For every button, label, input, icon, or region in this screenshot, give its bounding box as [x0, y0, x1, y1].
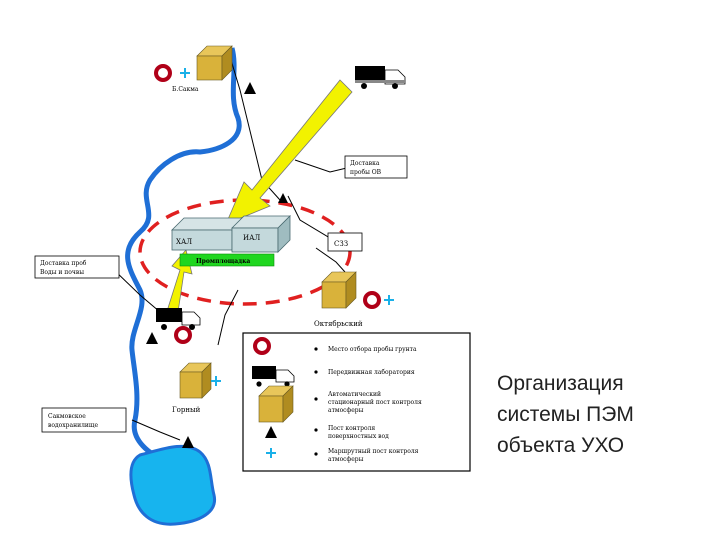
callout-reservoir: Сакмовское водохранилище — [41, 407, 127, 433]
legend-text: Пост контроля — [328, 425, 375, 432]
industrial-site-band — [179, 253, 275, 267]
legend-text: поверхностных вод — [328, 433, 389, 440]
soil-sampling-point-icon — [174, 326, 192, 344]
svg-text:Воды и почвы: Воды и почвы — [40, 269, 84, 276]
site-label-east: Октябрьский — [314, 320, 363, 328]
legend: Место отбора пробы грунта Передвижная ла… — [242, 332, 471, 472]
svg-text:пробы ОВ: пробы ОВ — [350, 169, 382, 176]
svg-text:Доставка проб: Доставка проб — [40, 260, 87, 267]
legend-text: атмосферы — [328, 456, 364, 463]
soil-sampling-point-icon — [363, 291, 381, 309]
mobile-laboratory-icon — [252, 366, 295, 387]
ial-building — [231, 215, 291, 253]
site-label-north: Б.Сакма — [172, 86, 199, 93]
site-label-south: Горный — [172, 406, 201, 414]
legend-text: Автоматический — [328, 391, 381, 398]
mobile-laboratory-icon — [355, 66, 406, 89]
surface-water-post-icon — [146, 332, 158, 344]
surface-water-post-icon — [182, 436, 194, 448]
szz-label: СЗЗ — [334, 240, 348, 248]
callout-delivery-ov: Доставка пробы ОВ — [344, 155, 408, 179]
legend-text: стационарный пост контроля — [328, 399, 422, 406]
stationary-air-post-icon — [258, 385, 294, 423]
svg-text:водохранилище: водохранилище — [48, 422, 98, 429]
caption-line: объекта УХО — [497, 434, 625, 457]
arrow-delivery-ov — [225, 79, 353, 225]
route-air-post-icon — [266, 448, 276, 458]
surface-water-post-icon — [244, 82, 256, 94]
stationary-air-post-icon — [179, 362, 212, 399]
svg-text:Доставка: Доставка — [350, 160, 380, 167]
route-air-post-icon — [384, 295, 394, 305]
svg-text:Сакмовское: Сакмовское — [48, 413, 86, 420]
legend-text: атмосферы — [328, 407, 364, 414]
stationary-air-post-icon — [196, 45, 233, 81]
river — [125, 47, 242, 465]
legend-text: Место отбора пробы грунта — [328, 346, 417, 353]
route-air-post-icon — [211, 376, 221, 386]
mobile-laboratory-icon — [156, 308, 201, 330]
callout-delivery-water-soil: Доставка проб Воды и почвы — [34, 255, 120, 279]
legend-text: Маршрутный пост контроля — [328, 448, 419, 455]
soil-sampling-point-icon — [154, 64, 172, 82]
industrial-site-label: Промплощадка — [196, 258, 250, 265]
reservoir-lake — [129, 444, 216, 526]
caption-line: системы ПЭМ — [497, 403, 634, 426]
route-air-post-icon — [180, 68, 190, 78]
surface-water-post-icon — [265, 426, 277, 438]
hal-label: ХАЛ — [176, 238, 192, 246]
surface-water-post-icon — [278, 193, 288, 203]
legend-text: Передвижная лаборатория — [328, 369, 415, 376]
szz-box — [327, 232, 363, 252]
slide-caption: Организация системы ПЭМ объекта УХО — [497, 368, 707, 461]
stationary-air-post-icon — [321, 271, 357, 309]
soil-sampling-point-icon — [253, 337, 271, 355]
caption-line: Организация — [497, 372, 624, 395]
ial-label: ИАЛ — [243, 234, 260, 242]
